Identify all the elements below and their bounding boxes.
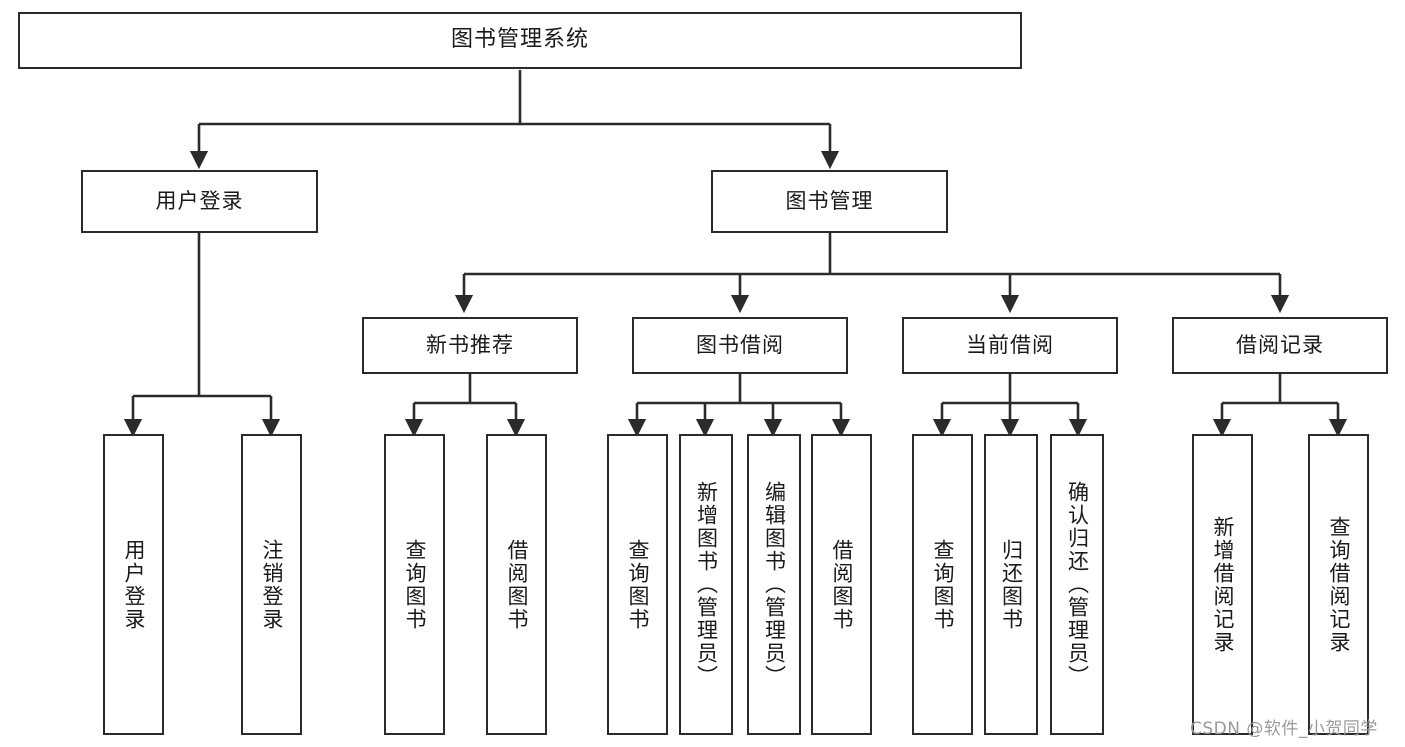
node-leaf-label: 用户登录 [121, 538, 146, 631]
node-leaf-label: 查询图书 [402, 538, 427, 631]
node-book-borrow[interactable]: 图书借阅 [632, 317, 848, 374]
node-borrow-record[interactable]: 借阅记录 [1172, 317, 1388, 374]
node-root-book-management-system[interactable]: 图书管理系统 [18, 12, 1022, 69]
node-leaf-current-query[interactable]: 查询图书 [912, 434, 973, 735]
node-leaf-borrow-add-book[interactable]: 新增图书（管理员） [679, 434, 733, 735]
node-leaf-record-query[interactable]: 查询借阅记录 [1308, 434, 1369, 735]
node-leaf-user-login-signin[interactable]: 用户登录 [103, 434, 164, 735]
node-new-book-recommend[interactable]: 新书推荐 [362, 317, 578, 374]
node-leaf-new-book-borrow[interactable]: 借阅图书 [486, 434, 547, 735]
node-leaf-label: 新增图书（管理员） [694, 481, 719, 688]
node-current-borrow[interactable]: 当前借阅 [902, 317, 1118, 374]
node-leaf-record-add[interactable]: 新增借阅记录 [1192, 434, 1253, 735]
node-leaf-label: 新增借阅记录 [1210, 515, 1235, 654]
node-leaf-label: 查询借阅记录 [1326, 515, 1351, 654]
node-user-login[interactable]: 用户登录 [81, 170, 318, 233]
node-leaf-label: 借阅图书 [829, 538, 854, 631]
node-leaf-label: 注销登录 [259, 538, 284, 631]
node-leaf-borrow-query[interactable]: 查询图书 [607, 434, 668, 735]
node-leaf-label: 借阅图书 [504, 538, 529, 631]
node-leaf-borrow-borrow-book[interactable]: 借阅图书 [811, 434, 872, 735]
node-leaf-user-login-signout[interactable]: 注销登录 [241, 434, 302, 735]
csdn-watermark: CSDN @软件_小贺同学 [1190, 719, 1378, 739]
node-leaf-label: 确认归还（管理员） [1065, 481, 1090, 688]
node-leaf-new-book-query[interactable]: 查询图书 [384, 434, 445, 735]
node-leaf-label: 查询图书 [930, 538, 955, 631]
node-leaf-label: 归还图书 [999, 538, 1024, 631]
node-book-management[interactable]: 图书管理 [711, 170, 948, 233]
node-leaf-label: 编辑图书（管理员） [762, 481, 787, 688]
node-leaf-label: 查询图书 [625, 538, 650, 631]
node-leaf-current-confirm-return[interactable]: 确认归还（管理员） [1050, 434, 1104, 735]
node-leaf-current-return[interactable]: 归还图书 [984, 434, 1038, 735]
node-leaf-borrow-edit-book[interactable]: 编辑图书（管理员） [747, 434, 801, 735]
